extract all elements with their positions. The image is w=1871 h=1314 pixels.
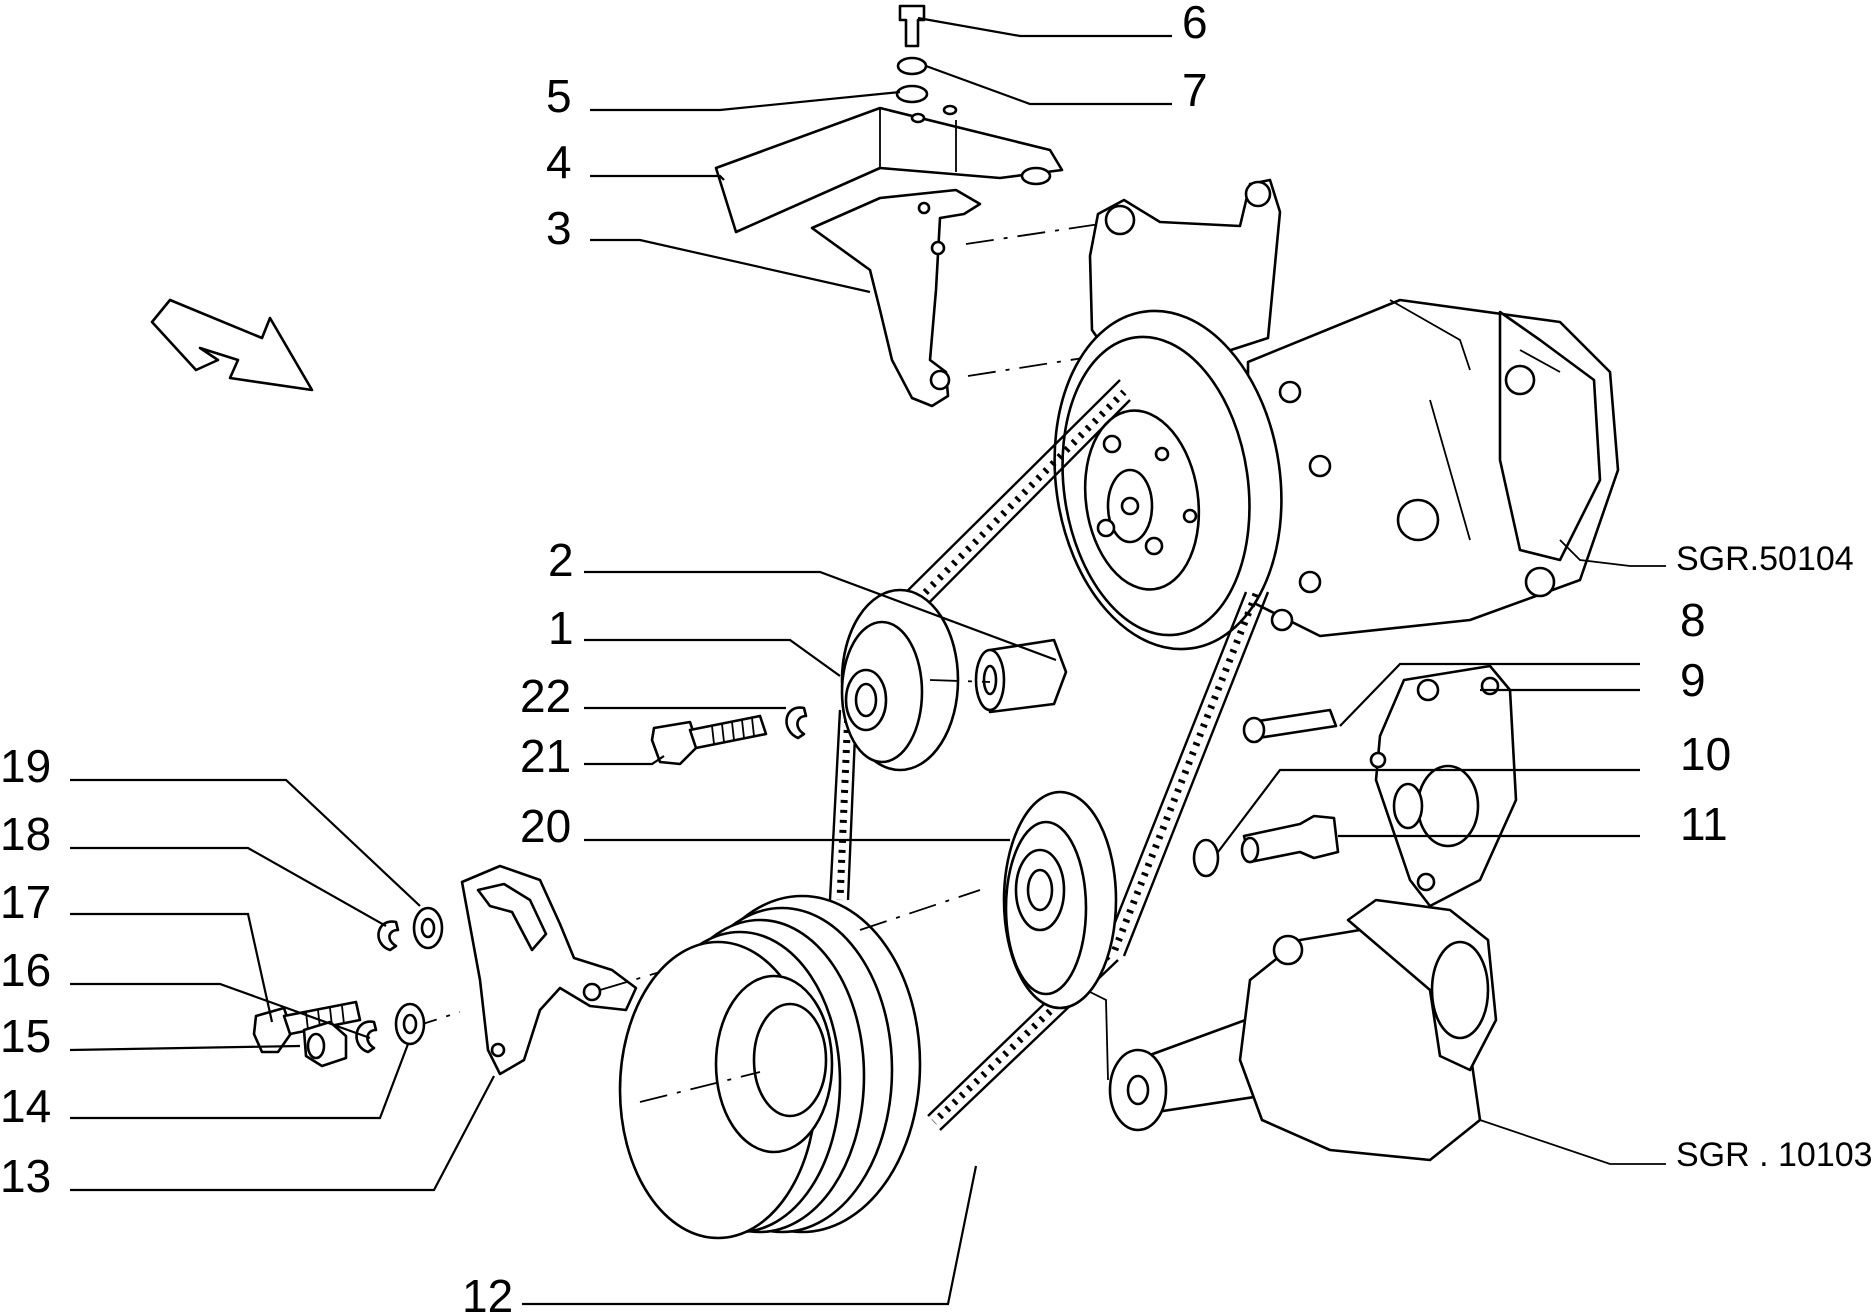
crankshaft-end [1089, 898, 1666, 1165]
label-9: 9 [1680, 654, 1706, 706]
label-21: 21 [520, 730, 571, 782]
label-12: 12 [462, 1270, 513, 1314]
label-14: 14 [0, 1080, 51, 1132]
label-7: 7 [1182, 64, 1208, 116]
lower-bracket-assembly [252, 864, 661, 1076]
label-6: 6 [1182, 0, 1208, 48]
label-13: 13 [0, 1150, 51, 1202]
bolt-21 [650, 714, 768, 766]
label-16: 16 [0, 944, 51, 996]
label-8: 8 [1680, 594, 1706, 646]
label-15: 15 [0, 1010, 51, 1062]
label-10: 10 [1680, 728, 1731, 780]
idler-pulley-upper [840, 588, 1068, 772]
direction-arrow-icon [150, 298, 314, 392]
bracket [810, 188, 982, 408]
label-19: 19 [0, 740, 51, 792]
reference-codes: SGR.50104 SGR . 10103 [1676, 540, 1871, 1174]
label-18: 18 [0, 808, 51, 860]
ac-compressor [1053, 178, 1666, 651]
label-4: 4 [546, 136, 572, 188]
label-3: 3 [546, 202, 572, 254]
stud-11 [1242, 814, 1340, 864]
label-2: 2 [548, 534, 574, 586]
washer-5 [895, 84, 929, 104]
ref-compressor: SGR.50104 [1676, 540, 1854, 578]
idler-pulley-lower [1002, 790, 1118, 1010]
label-17: 17 [0, 876, 51, 928]
callout-numbers: 6 7 5 4 3 2 1 22 21 20 8 9 10 11 12 19 1… [0, 0, 1731, 1314]
circlip-22 [785, 706, 808, 740]
label-11: 11 [1680, 798, 1728, 850]
label-20: 20 [520, 800, 571, 852]
label-22: 22 [520, 670, 571, 722]
support-plate-assembly [1192, 664, 1518, 908]
bolt-6 [898, 4, 926, 48]
washer-10 [1192, 838, 1220, 878]
ref-crankshaft: SGR . 10103 [1676, 1136, 1871, 1174]
label-5: 5 [546, 70, 572, 122]
crankshaft-pulley [618, 889, 981, 1240]
leader-lines [69, 16, 1640, 1306]
label-1: 1 [548, 602, 574, 654]
bracket-13 [460, 864, 638, 1076]
circlip-18 [377, 920, 400, 952]
lock-washer-7 [896, 56, 928, 76]
upper-bracket-assembly [714, 4, 1101, 408]
